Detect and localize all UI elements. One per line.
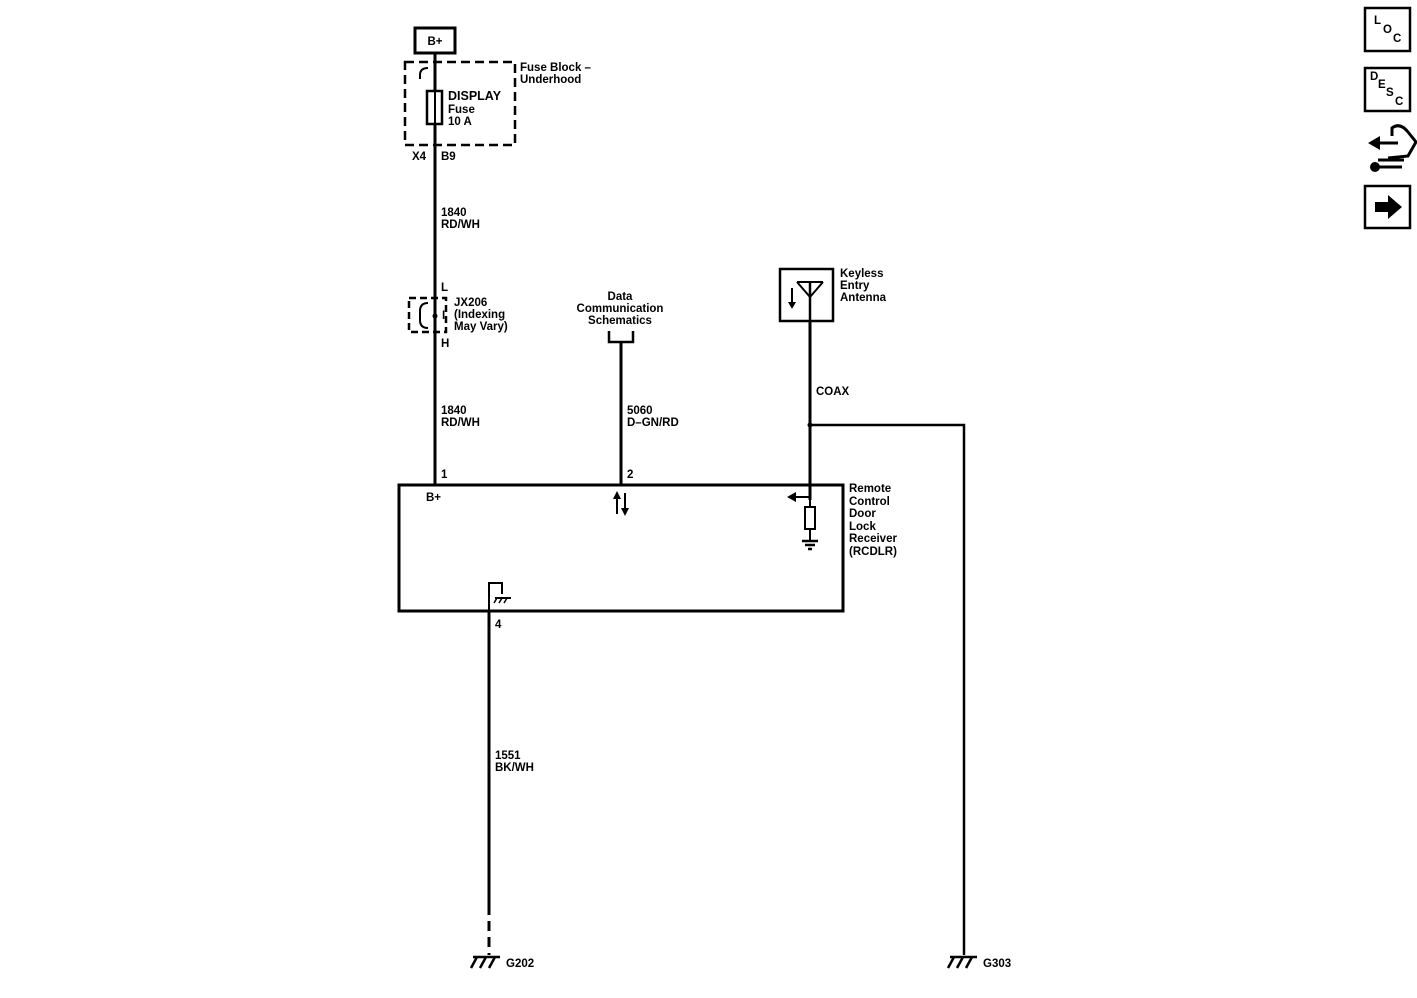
display-fuse: DISPLAY Fuse 10 A	[425, 89, 502, 128]
fuse-name: DISPLAY	[448, 89, 502, 103]
wire-1840-lower-color: RD/WH	[441, 417, 480, 429]
fuse-block-label-line2: Underhood	[520, 74, 581, 86]
module-name-line2: Control	[849, 496, 890, 508]
location-letter-l: L	[1374, 15, 1381, 27]
antenna-label-line2: Entry	[840, 280, 870, 292]
wire-1551-color: BK/WH	[495, 762, 534, 774]
wire-1551-circuit: 1551	[495, 750, 521, 762]
wire-1840-upper-color: RD/WH	[441, 219, 480, 231]
wire-1840-lower-circuit: 1840	[441, 405, 467, 417]
splice-jx206: L I H JX206 (Indexing May Vary)	[407, 282, 508, 350]
module-pin-4: 4	[495, 619, 502, 631]
splice-pin-mid: I	[442, 310, 445, 322]
battery-positive-label: B+	[427, 36, 442, 48]
wire-5060-color: D–GN/RD	[627, 417, 679, 429]
fuse-connector-id: X4	[412, 151, 427, 163]
fuse-block-label-line1: Fuse Block –	[520, 62, 592, 74]
module-name-line5: Receiver	[849, 533, 897, 545]
module-name-line1: Remote	[849, 483, 891, 495]
location-letter-o: O	[1383, 24, 1392, 36]
splice-id: JX206	[454, 297, 487, 309]
rcdlr-module: 1 2 B+ Remote Control Door Lock Receiver…	[397, 469, 897, 631]
wire-1840-upper-circuit: 1840	[441, 207, 467, 219]
coax-shield-drain-wire	[810, 423, 966, 955]
ground-g303-label: G303	[983, 958, 1011, 970]
fuse-connector-pin: B9	[441, 151, 456, 163]
antenna-label-line1: Keyless	[840, 268, 883, 280]
battery-positive-source: B+	[413, 26, 457, 55]
description-letter-c: C	[1395, 96, 1403, 108]
data-comm-line1: Data	[608, 291, 634, 303]
module-bplus-label: B+	[426, 492, 441, 504]
fuse-rating: 10 A	[448, 116, 472, 128]
description-letter-e: E	[1378, 79, 1386, 91]
description-letter-s: S	[1386, 87, 1394, 99]
data-comm-line3: Schematics	[588, 315, 652, 327]
ground-g202-icon	[469, 955, 500, 969]
fuse-block-underhood: Fuse Block – Underhood	[403, 60, 592, 147]
connector-view-button[interactable]	[1368, 124, 1417, 172]
fuse-type: Fuse	[448, 104, 475, 116]
keyless-entry-antenna: Keyless Entry Antenna	[778, 267, 887, 323]
module-name-line4: Lock	[849, 521, 876, 533]
wire-5060-circuit: 5060	[627, 405, 653, 417]
splice-note-line2: (Indexing	[454, 309, 505, 321]
fuse-connector-symbol	[419, 67, 429, 79]
arrow-right-icon	[1375, 195, 1402, 219]
splice-note-line3: May Vary)	[454, 321, 508, 333]
description-letter-d: D	[1370, 71, 1378, 83]
data-communication-reference: Data Communication Schematics	[577, 291, 664, 344]
antenna-label-line3: Antenna	[840, 292, 887, 304]
module-internal-ground-icon	[488, 582, 511, 611]
location-button[interactable]: L O C	[1363, 6, 1412, 53]
connector-hand-icon	[1368, 124, 1417, 172]
coax-label: COAX	[816, 386, 850, 398]
ground-g303-icon	[946, 955, 977, 969]
splice-pin-bottom: H	[441, 338, 449, 350]
next-page-button[interactable]	[1363, 184, 1412, 230]
ground-g202-label: G202	[506, 958, 534, 970]
module-pin-2: 2	[627, 469, 633, 481]
data-comm-line2: Communication	[577, 303, 664, 315]
module-pin-1: 1	[441, 469, 448, 481]
module-name-line3: Door	[849, 508, 876, 520]
antenna-input-circuit	[787, 492, 818, 551]
location-letter-c: C	[1393, 33, 1401, 45]
module-name-line6: (RCDLR)	[849, 546, 897, 558]
description-button[interactable]: D E S C	[1363, 66, 1412, 113]
bidirectional-data-icon	[613, 491, 629, 516]
splice-pin-top: L	[441, 282, 448, 294]
